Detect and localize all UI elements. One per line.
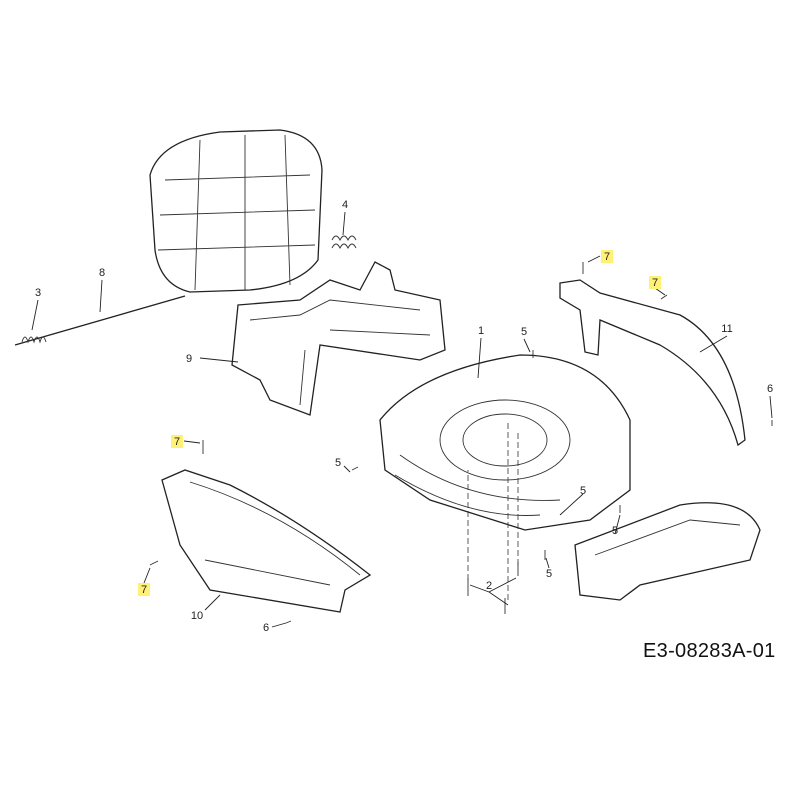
callout-3: 3 bbox=[35, 287, 41, 299]
rod-part-8 bbox=[14, 295, 186, 346]
callout-number: 8 bbox=[99, 267, 105, 279]
callout-5: 5 bbox=[335, 457, 341, 469]
callout-5: 5 bbox=[521, 326, 527, 338]
rear-frame-part-9 bbox=[231, 261, 446, 416]
front-cover bbox=[574, 502, 761, 601]
callout-5: 5 bbox=[612, 525, 618, 537]
callout-8: 8 bbox=[99, 267, 105, 279]
callout-4: 4 bbox=[342, 199, 348, 211]
callout-number: 7 bbox=[141, 584, 147, 596]
callout-5: 5 bbox=[546, 568, 552, 580]
callout-number: 3 bbox=[35, 287, 41, 299]
callout-number: 6 bbox=[263, 622, 269, 634]
callout-7: 7 bbox=[171, 435, 183, 448]
callout-9: 9 bbox=[186, 353, 192, 365]
callout-number: 5 bbox=[546, 568, 552, 580]
callout-7: 7 bbox=[601, 250, 613, 263]
callout-number: 6 bbox=[767, 383, 773, 395]
callout-6: 6 bbox=[767, 383, 773, 395]
callout-highlight bbox=[138, 583, 150, 596]
callout-7: 7 bbox=[649, 276, 661, 289]
callout-6: 6 bbox=[263, 622, 269, 634]
side-cover-part-11 bbox=[559, 279, 746, 447]
callout-number: 7 bbox=[652, 277, 658, 289]
alignment-lines bbox=[467, 420, 519, 600]
grass-bag bbox=[149, 129, 323, 293]
leader-lines bbox=[31, 211, 773, 628]
callout-10: 10 bbox=[191, 610, 203, 622]
callout-2: 2 bbox=[486, 580, 492, 592]
callout-number: 5 bbox=[335, 457, 341, 469]
screws bbox=[149, 262, 773, 624]
callout-labels: 1 2 3 4 5 5 5 5 5 6 6 7 7 7 7 8 9 10 11 bbox=[35, 199, 773, 634]
callout-highlight bbox=[601, 250, 613, 263]
callout-highlight bbox=[171, 435, 183, 448]
callout-11: 11 bbox=[721, 323, 732, 335]
callout-number: 5 bbox=[612, 525, 618, 537]
callout-number: 10 bbox=[191, 610, 203, 622]
callout-number: 2 bbox=[486, 580, 492, 592]
callout-number: 4 bbox=[342, 199, 348, 211]
callout-number: 7 bbox=[604, 251, 610, 263]
callout-number: 1 bbox=[478, 325, 484, 337]
drawing-code: E3-08283A-01 bbox=[643, 640, 776, 662]
callout-highlight bbox=[649, 276, 661, 289]
callout-7: 7 bbox=[138, 583, 150, 596]
callout-number: 5 bbox=[580, 485, 586, 497]
spring-part-4 bbox=[331, 235, 357, 250]
callout-5: 5 bbox=[580, 485, 586, 497]
callout-number: 5 bbox=[521, 326, 527, 338]
callout-number: 11 bbox=[721, 323, 732, 335]
mower-deck-part-1 bbox=[379, 354, 631, 531]
callout-number: 7 bbox=[174, 436, 180, 448]
callout-number: 9 bbox=[186, 353, 192, 365]
side-cover-part-10 bbox=[161, 469, 372, 613]
callout-1: 1 bbox=[478, 325, 484, 337]
